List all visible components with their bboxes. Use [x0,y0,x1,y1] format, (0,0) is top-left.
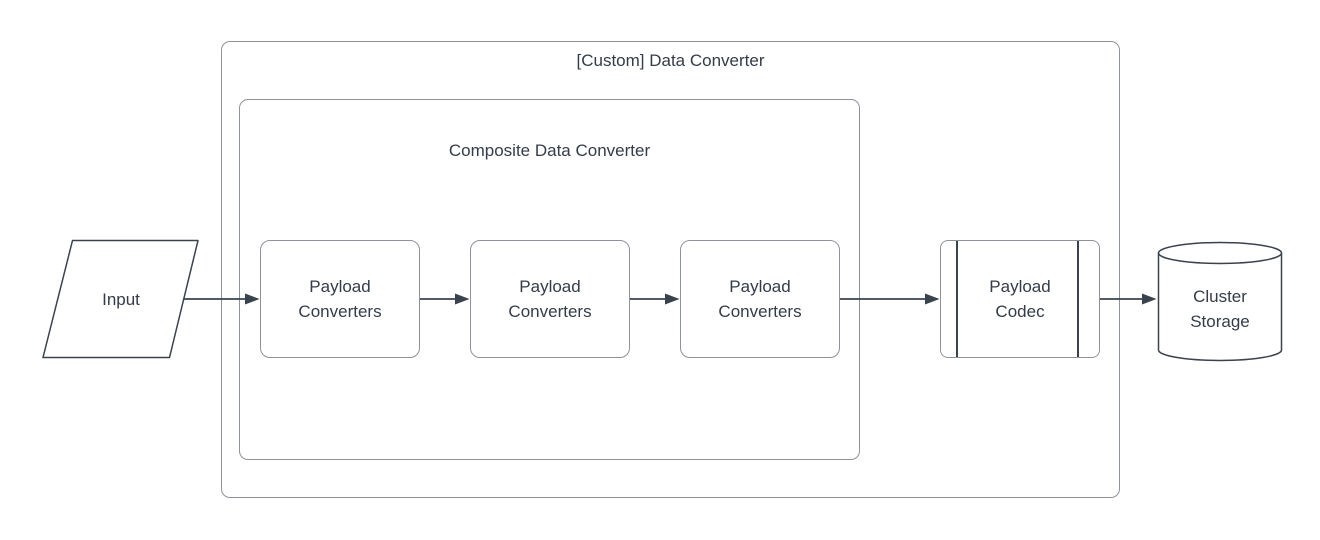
composite-data-converter-title: Composite Data Converter [448,141,651,160]
composite-data-converter-container: Composite Data Converter [239,99,860,460]
payload-converters-box-3: Payload Converters [680,240,840,358]
payload-converters-label-3: Payload Converters [718,277,802,321]
payload-converters-box-2: Payload Converters [470,240,630,358]
codec-right-bar [1077,241,1079,357]
payload-codec-box: Payload Codec [940,240,1100,358]
payload-converters-box-1: Payload Converters [260,240,420,358]
payload-codec-label: Payload Codec [989,277,1051,321]
payload-converters-label-2: Payload Converters [508,277,592,321]
custom-data-converter-container: [Custom] Data Converter [221,41,1120,498]
cluster-storage-cylinder [1157,241,1283,362]
codec-left-bar [956,241,958,357]
payload-converters-label-1: Payload Converters [298,277,382,321]
custom-data-converter-title: [Custom] Data Converter [576,51,765,70]
input-parallelogram [42,239,199,359]
